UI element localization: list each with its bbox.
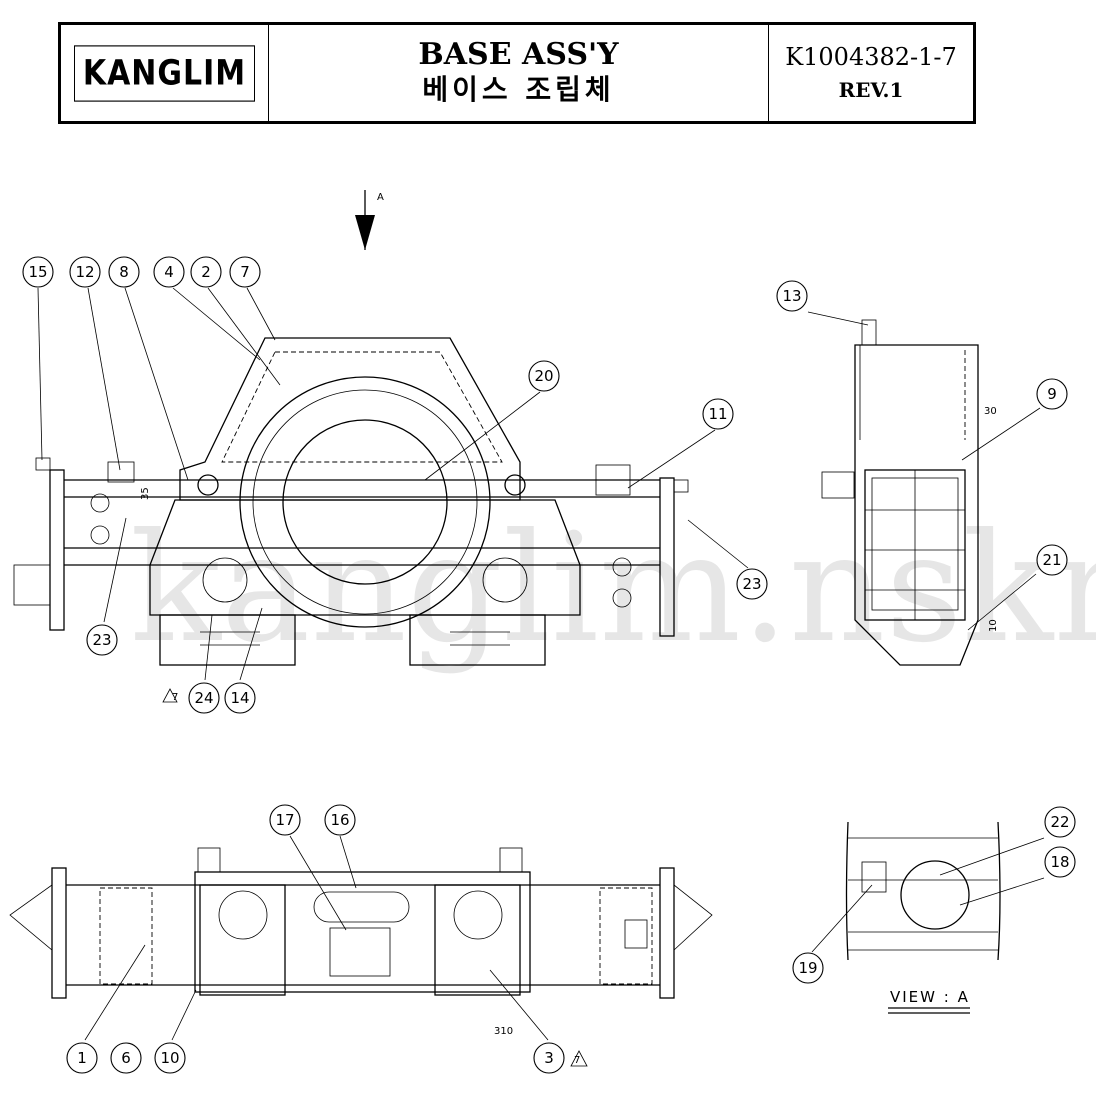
balloon-6: 6 — [110, 1042, 142, 1074]
svg-text:2: 2 — [201, 263, 211, 281]
svg-text:10: 10 — [160, 1049, 179, 1067]
dim-30: 30 — [984, 406, 997, 417]
revision-mark-2: 7 — [570, 1050, 588, 1067]
leader-lines — [37, 287, 1045, 1041]
balloon-12: 12 — [69, 256, 101, 288]
balloon-23a: 23 — [86, 624, 118, 656]
svg-text:23: 23 — [742, 575, 761, 593]
balloon-4: 4 — [153, 256, 185, 288]
revision-mark-1: 7 — [162, 688, 178, 703]
balloon-9: 9 — [1036, 378, 1068, 410]
svg-text:6: 6 — [121, 1049, 131, 1067]
front-view: 35 — [13, 337, 689, 666]
svg-text:19: 19 — [798, 959, 817, 977]
top-view: 310 — [9, 847, 713, 1037]
drawing-number: K1004382-1-7 — [785, 43, 957, 71]
dim-310: 310 — [494, 1026, 513, 1037]
svg-text:8: 8 — [119, 263, 129, 281]
kanglim-logo: KANGLIM — [73, 44, 256, 102]
view-a-detail: VIEW : A — [845, 821, 1001, 1014]
balloon-23b: 23 — [736, 568, 768, 600]
dim-10: 10 — [988, 619, 999, 632]
balloon-16: 16 — [324, 804, 356, 836]
svg-text:9: 9 — [1047, 385, 1057, 403]
balloon-22: 22 — [1044, 806, 1076, 838]
balloon-19: 19 — [792, 952, 824, 984]
svg-text:1: 1 — [77, 1049, 87, 1067]
svg-text:22: 22 — [1050, 813, 1069, 831]
code-cell: K1004382-1-7 REV.1 — [769, 25, 973, 121]
svg-text:11: 11 — [708, 405, 727, 423]
svg-text:21: 21 — [1042, 551, 1061, 569]
balloon-17: 17 — [269, 804, 301, 836]
balloon-2: 2 — [190, 256, 222, 288]
balloon-14: 14 — [224, 682, 256, 714]
svg-text:16: 16 — [330, 811, 349, 829]
svg-text:14: 14 — [230, 689, 249, 707]
section-arrow-a: A — [355, 190, 384, 250]
title-korean: 베이스 조립체 — [422, 73, 615, 106]
svg-text:20: 20 — [534, 367, 553, 385]
balloon-21: 21 — [1036, 544, 1068, 576]
side-view: 30 10 — [821, 319, 999, 666]
balloon-8: 8 — [108, 256, 140, 288]
balloon-18: 18 — [1044, 846, 1076, 878]
dim-35: 35 — [140, 487, 151, 500]
svg-text:3: 3 — [544, 1049, 554, 1067]
svg-text:4: 4 — [164, 263, 174, 281]
svg-text:15: 15 — [28, 263, 47, 281]
balloon-7: 7 — [229, 256, 261, 288]
balloon-24: 24 — [188, 682, 220, 714]
svg-text:7: 7 — [240, 263, 250, 281]
title-block: KANGLIM BASE ASS'Y 베이스 조립체 K1004382-1-7 … — [58, 22, 976, 124]
title-english: BASE ASS'Y — [418, 37, 619, 72]
balloon-20: 20 — [528, 360, 560, 392]
revision-mark-number: 7 — [574, 1055, 580, 1066]
balloon-10: 10 — [154, 1042, 186, 1074]
svg-text:24: 24 — [194, 689, 213, 707]
balloon-1: 1 — [66, 1042, 98, 1074]
revision-mark-number: 7 — [172, 692, 178, 703]
logo-cell: KANGLIM — [61, 25, 269, 121]
balloon-11: 11 — [702, 398, 734, 430]
balloon-13: 13 — [776, 280, 808, 312]
svg-text:23: 23 — [92, 631, 111, 649]
watermark: kanglim.nskr.ru — [130, 502, 1096, 676]
title-cell: BASE ASS'Y 베이스 조립체 — [269, 25, 769, 121]
revision-label: REV.1 — [838, 78, 904, 102]
svg-text:17: 17 — [275, 811, 294, 829]
section-letter: A — [377, 192, 384, 203]
view-a-label: VIEW : A — [890, 988, 970, 1006]
balloon-15: 15 — [22, 256, 54, 288]
balloon-3: 3 — [533, 1042, 565, 1074]
svg-text:18: 18 — [1050, 853, 1069, 871]
svg-text:13: 13 — [782, 287, 801, 305]
svg-text:12: 12 — [75, 263, 94, 281]
